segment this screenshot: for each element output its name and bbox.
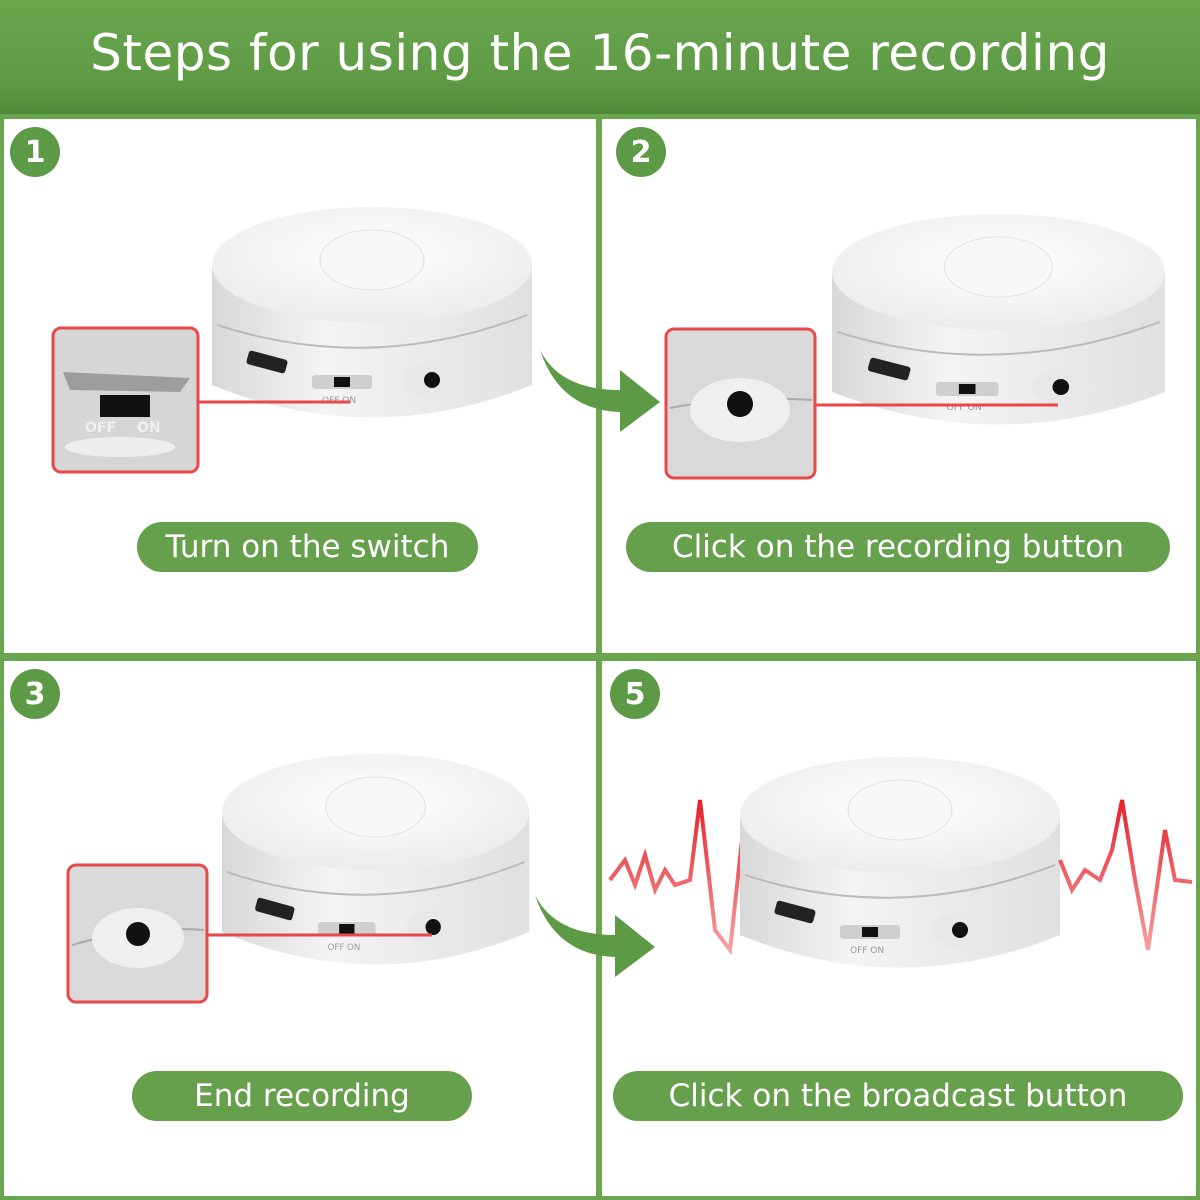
step-2-label: Click on the recording button: [626, 522, 1170, 572]
step-number-badge: 3: [10, 669, 60, 719]
page-title: Steps for using the 16-minute recording: [90, 24, 1110, 82]
header-banner: Steps for using the 16-minute recording: [0, 0, 1200, 114]
step-number-badge: 2: [616, 127, 666, 177]
step-3-label: End recording: [132, 1071, 472, 1121]
step-number-badge: 1: [10, 127, 60, 177]
step-number-badge: 5: [610, 669, 660, 719]
step-2-panel: [602, 119, 1196, 653]
step-1-panel: [4, 119, 596, 653]
step-1-label: Turn on the switch: [137, 522, 478, 572]
step-5-label: Click on the broadcast button: [613, 1071, 1183, 1121]
